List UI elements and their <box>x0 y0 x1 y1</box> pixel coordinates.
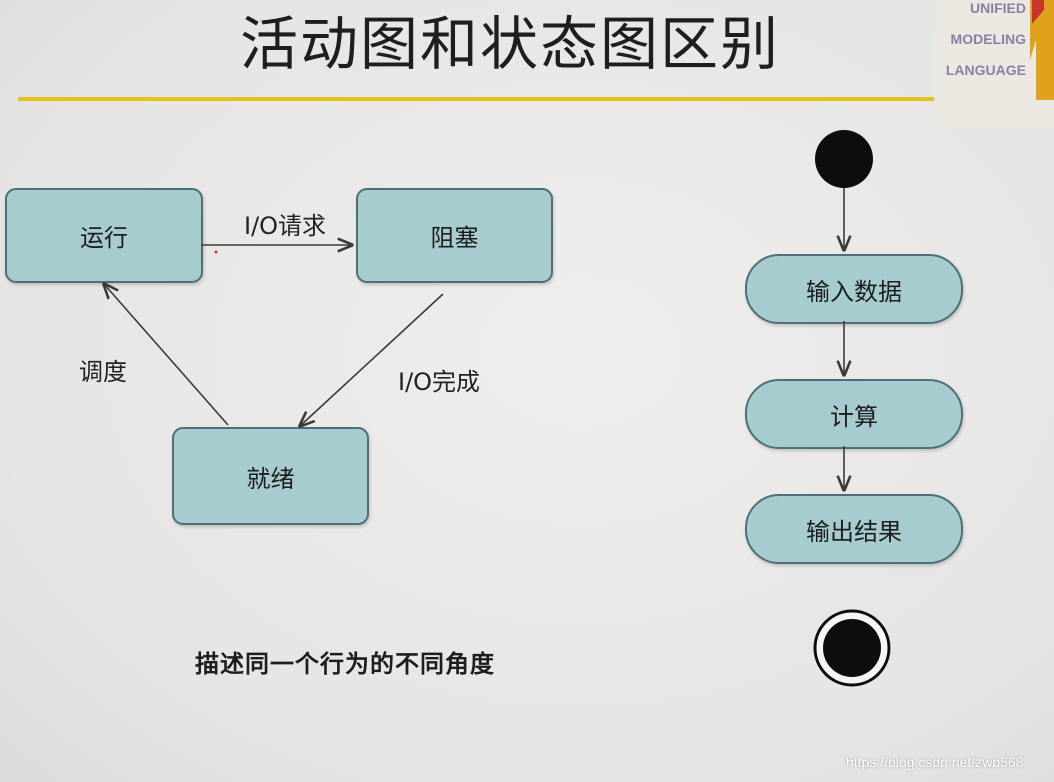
state-running: 运行 <box>5 188 203 283</box>
activity-initial-node <box>815 130 873 188</box>
logo-text-language: LANGUAGE <box>945 62 1026 78</box>
arrow-ready-to-running <box>104 284 229 426</box>
activity-input-data-label: 输入数据 <box>806 277 902 306</box>
activity-final-node-core <box>823 619 881 677</box>
state-blocked-label: 阻塞 <box>430 224 479 252</box>
state-running-label: 运行 <box>80 224 128 252</box>
transition-label-io-complete: I/O完成 <box>398 368 481 396</box>
activity-output-result: 输出结果 <box>745 494 963 564</box>
logo-text-unified: UNIFIED <box>970 0 1026 16</box>
logo-text-modeling: MODELING <box>950 31 1026 47</box>
activity-input-data: 输入数据 <box>745 254 963 324</box>
uml-logo: UNIFIED MODELING LANGUAGE <box>934 0 1054 128</box>
slide-caption: 描述同一个行为的不同角度 <box>195 650 495 678</box>
transition-label-schedule: 调度 <box>79 358 127 386</box>
watermark: https://blog.csdn.net/zwb568 <box>846 754 1024 770</box>
stray-red-dot <box>214 250 218 254</box>
uml-logo-mark-icon <box>1030 0 1054 100</box>
activity-compute: 计算 <box>745 379 963 449</box>
slide-title: 活动图和状态图区别 <box>239 10 780 78</box>
state-blocked: 阻塞 <box>356 188 553 283</box>
title-divider <box>18 97 1028 101</box>
state-ready-label: 就绪 <box>246 464 295 493</box>
activity-compute-label: 计算 <box>830 402 878 431</box>
activity-output-result-label: 输出结果 <box>806 517 902 546</box>
arrow-blocked-to-ready <box>300 293 444 426</box>
state-ready: 就绪 <box>172 427 369 525</box>
transition-label-io-request: I/O请求 <box>244 212 327 240</box>
